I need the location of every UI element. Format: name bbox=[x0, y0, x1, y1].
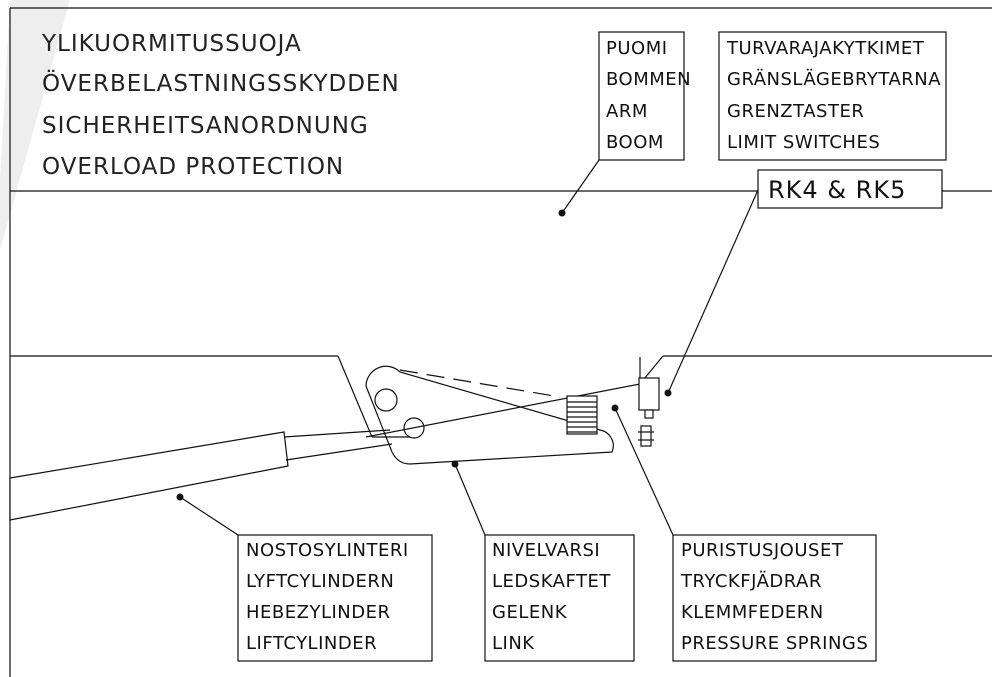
rk-label-text: RK4 & RK5 bbox=[768, 176, 906, 204]
rk-label: RK4 & RK5 bbox=[757, 169, 943, 209]
boom-diagonal-bottom bbox=[365, 383, 641, 438]
title-line-1: YLIKUORMITUSSUOJA bbox=[41, 31, 302, 57]
lift-cylinder-leader-dot bbox=[176, 493, 184, 501]
link-dashed-line bbox=[399, 369, 561, 398]
boom-label-line-3: ARM bbox=[606, 101, 648, 122]
limit-switches-line-4: LIMIT SWITCHES bbox=[727, 132, 880, 153]
springs-line-1: PURISTUSJOUSET bbox=[681, 540, 844, 561]
title-line-4: OVERLOAD PROTECTION bbox=[42, 154, 344, 180]
springs-line-2: TRYCKFJÄDRAR bbox=[680, 571, 822, 592]
link-leader-line bbox=[454, 463, 486, 536]
springs-leader-dot bbox=[611, 404, 619, 412]
lift-cylinder-line-2: LYFTCYLINDERN bbox=[246, 571, 394, 592]
lift-cylinder bbox=[9, 429, 393, 521]
boom-label-line-2: BOMMEN bbox=[606, 69, 691, 90]
springs-line-4: PRESSURE SPRINGS bbox=[681, 633, 868, 654]
link-label: NIVELVARSI LEDSKAFTET GELENK LINK bbox=[484, 534, 635, 662]
link-line-2: LEDSKAFTET bbox=[492, 571, 611, 592]
limit-switches-line-1: TURVARAJAKYTKIMET bbox=[726, 38, 925, 59]
lift-cylinder-line-3: HEBEZYLINDER bbox=[246, 602, 391, 623]
boom-label: PUOMI BOMMEN ARM BOOM bbox=[598, 31, 691, 161]
boom-left-slope bbox=[337, 355, 373, 438]
lift-cylinder-label: NOSTOSYLINTERI LYFTCYLINDERN HEBEZYLINDE… bbox=[237, 534, 433, 662]
limit-switches-line-3: GRENZTASTER bbox=[727, 101, 864, 122]
pressure-springs-label: PURISTUSJOUSET TRYCKFJÄDRAR KLEMMFEDERN … bbox=[672, 534, 877, 662]
watermark-stripe bbox=[0, 0, 70, 250]
title-line-3: SICHERHEITSANORDNUNG bbox=[42, 113, 369, 139]
lift-cylinder-line-4: LIFTCYLINDER bbox=[246, 633, 377, 654]
link-line-4: LINK bbox=[492, 633, 535, 654]
title-line-2: ÖVERBELASTNINGSSKYDDEN bbox=[42, 69, 400, 97]
lift-cylinder-leader-line bbox=[179, 496, 239, 536]
boom-leader-line bbox=[561, 159, 600, 214]
link-line-3: GELENK bbox=[492, 602, 568, 623]
link-arm bbox=[365, 365, 614, 465]
boom-label-line-1: PUOMI bbox=[606, 38, 668, 59]
limit-switch-body bbox=[638, 377, 660, 419]
rk-leader-dot bbox=[664, 389, 672, 397]
springs-line-3: KLEMMFEDERN bbox=[681, 602, 824, 623]
lift-cylinder-line-1: NOSTOSYLINTERI bbox=[246, 540, 409, 561]
link-leader-dot bbox=[451, 460, 459, 468]
boom-leader-dot bbox=[558, 209, 566, 217]
bolt bbox=[638, 425, 654, 447]
rk-leader-line bbox=[667, 189, 759, 394]
pressure-springs bbox=[566, 395, 598, 435]
boom-label-line-4: BOOM bbox=[606, 132, 664, 153]
limit-switches-line-2: GRÄNSLÄGEBRYTARNA bbox=[727, 69, 941, 90]
link-line-1: NIVELVARSI bbox=[492, 540, 600, 561]
limit-switches-label: TURVARAJAKYTKIMET GRÄNSLÄGEBRYTARNA GREN… bbox=[718, 31, 947, 161]
springs-leader-line bbox=[614, 407, 674, 536]
